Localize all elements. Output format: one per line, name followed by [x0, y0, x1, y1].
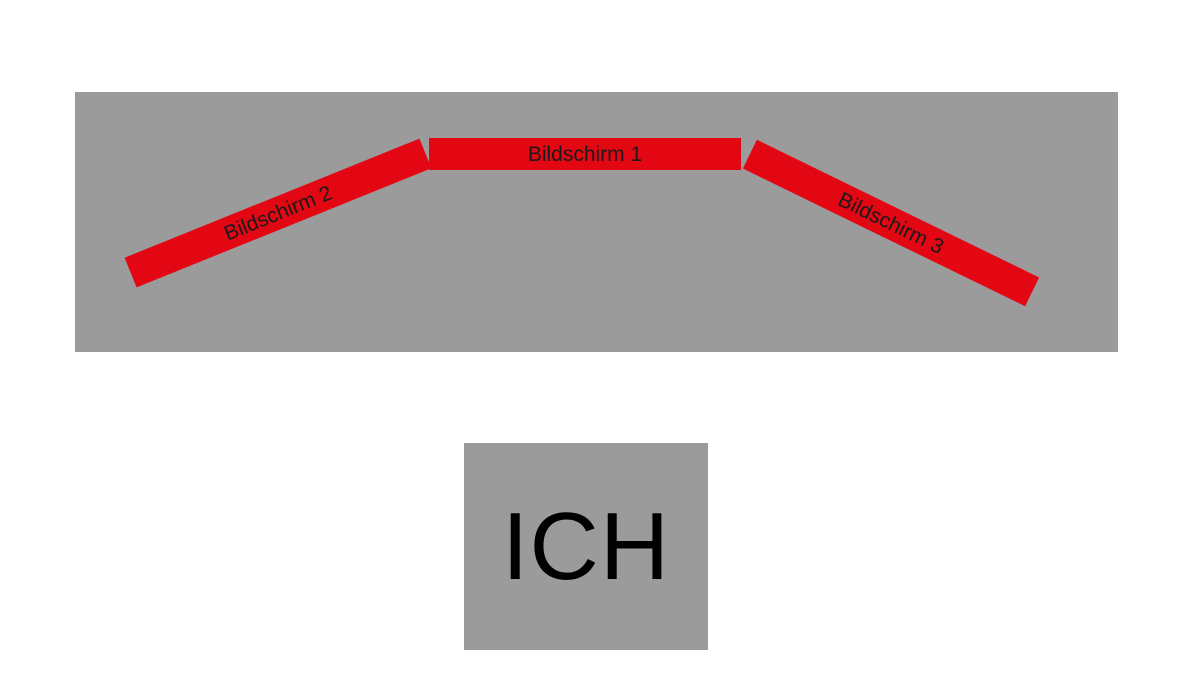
screen-1: Bildschirm 1: [429, 138, 741, 170]
viewer-label: ICH: [501, 492, 671, 600]
viewer-box: ICH: [464, 443, 708, 650]
screen-1-label: Bildschirm 1: [527, 142, 643, 166]
